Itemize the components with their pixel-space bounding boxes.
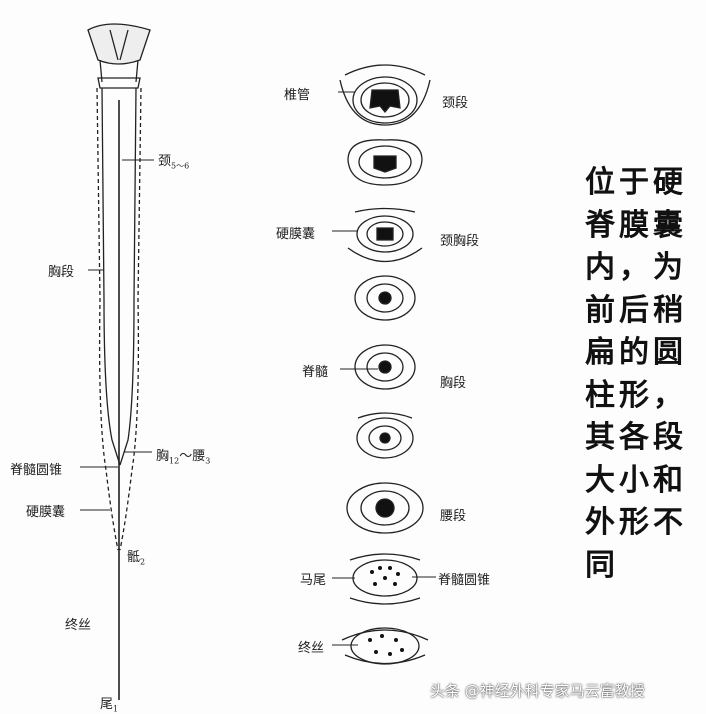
label-co1: 尾1 (100, 697, 119, 714)
label-s2: 骶2 (127, 550, 146, 567)
caption-row: 大小和 (585, 462, 687, 498)
caption-text: 位于硬 脊膜囊 内，为 前后稍 扁的圆 柱形， 其各段 大小和 外形不 同 (585, 162, 687, 587)
caption-row: 外形不 (585, 505, 687, 540)
caption-row: 柱形， (585, 377, 687, 413)
label-lumbar: 腰段 (440, 509, 467, 524)
caption-row: 同 (585, 547, 619, 583)
label-t12-l3: 胸12～腰3 (156, 449, 211, 466)
label-vertebral-canal: 椎管 (284, 88, 311, 103)
label-cervical-5-6: 颈5～6 (158, 154, 190, 171)
label-thoracic: 胸段 (440, 376, 467, 391)
caption-row: 其各段 (585, 420, 687, 455)
caption-row: 位于硬 (585, 165, 687, 200)
brainstem (87, 23, 151, 89)
cross-section-cervicothoracic (347, 207, 423, 263)
cross-section-lumbar (346, 482, 424, 534)
spinal-cord-longitudinal (96, 87, 142, 700)
leader-lines (80, 91, 436, 646)
cross-section-cauda (349, 553, 421, 605)
caption-row: 扁的圆 (585, 335, 687, 370)
label-dural-sac: 硬膜囊 (26, 505, 66, 520)
label-dural-sac-section: 硬膜囊 (276, 227, 316, 242)
cross-section-thoracic (354, 344, 416, 390)
cross-section-4 (354, 275, 416, 321)
caption-row: 内，为 (585, 250, 687, 285)
label-cervicothoracic: 颈胸段 (440, 234, 480, 249)
cross-section-6 (356, 412, 414, 459)
label-cervical: 颈段 (442, 96, 469, 111)
label-spinal-cord: 脊髓 (302, 365, 329, 380)
label-conus: 脊髓圆锥 (10, 463, 63, 478)
caption-row: 脊膜囊 (585, 207, 687, 243)
cross-section-filum (341, 627, 429, 665)
label-filum-section: 终丝 (298, 641, 325, 656)
watermark: 头条 @神经外科专家马云富教授 (430, 682, 645, 700)
caption-row: 前后稍 (585, 292, 687, 328)
label-filum: 终丝 (65, 618, 92, 633)
cross-section-2 (347, 139, 423, 186)
label-thoracic-segment: 胸段 (48, 265, 75, 280)
label-cauda-equina: 马尾 (300, 573, 327, 588)
cross-section-cervical (339, 64, 431, 126)
label-conus-section: 脊髓圆锥 (438, 573, 491, 588)
